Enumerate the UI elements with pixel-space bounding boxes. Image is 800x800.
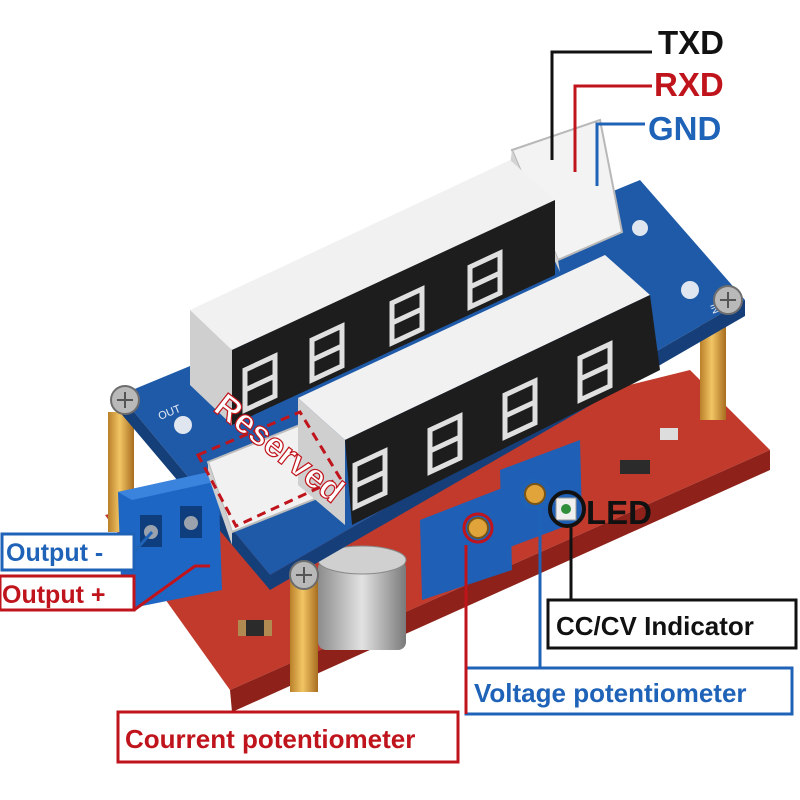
voltage-pot-box [464, 666, 794, 716]
cc-cv-box [546, 598, 798, 650]
voltage-pot-marker [519, 478, 551, 510]
output-plus-label: Output + [2, 581, 105, 609]
current-pot-marker [462, 512, 494, 544]
gnd-label: GND [648, 110, 721, 147]
voltage-pot-label: Voltage potentiometer [474, 678, 747, 708]
current-pot-box [116, 710, 460, 764]
led-label: LED [586, 494, 652, 531]
output-plus-box [0, 574, 136, 612]
potentiometers [420, 440, 582, 600]
output-plus-leader [133, 564, 210, 612]
led-marker-circle [548, 490, 586, 528]
txd-label: TXD [658, 24, 724, 61]
cc-cv-led [555, 497, 577, 521]
lower-display-digits [352, 340, 613, 511]
output-minus-leader [132, 530, 154, 554]
mounting-screws [110, 285, 743, 590]
rxd-label: RXD [654, 66, 724, 103]
output-minus-label: Output - [6, 539, 103, 567]
uart-leader-lines [550, 50, 652, 186]
voltage-pot-screw [524, 483, 546, 505]
current-pot-label: Courrent potentiometer [125, 724, 415, 754]
output-minus-box [0, 532, 136, 572]
smd-components [238, 428, 678, 636]
capacitor [317, 545, 407, 650]
current-pot-screw [467, 517, 489, 539]
upper-display-digits [242, 249, 503, 414]
cc-cv-label: CC/CV Indicator [556, 611, 754, 641]
output-terminal-block [118, 470, 232, 610]
